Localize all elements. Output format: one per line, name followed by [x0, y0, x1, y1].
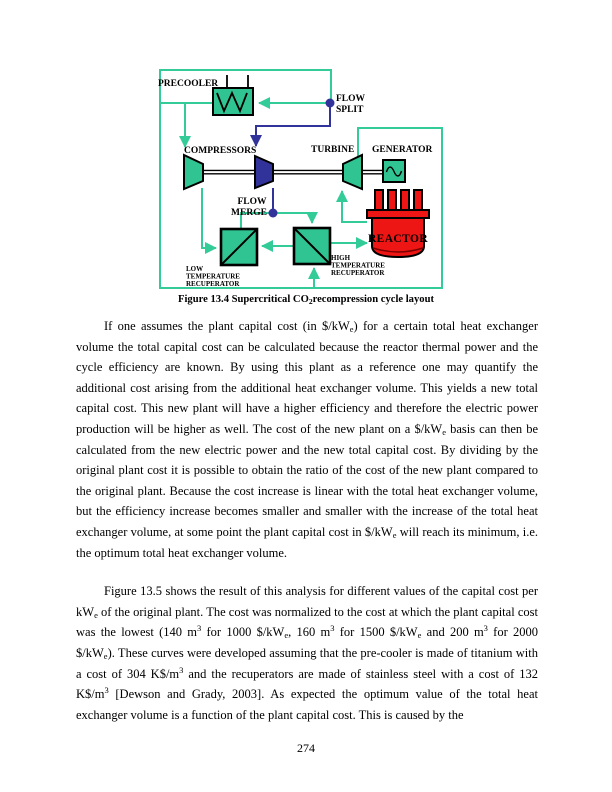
reactor-bottom-shade	[372, 247, 424, 253]
ltr-label-line1: LOW	[186, 265, 203, 273]
precooler	[212, 75, 254, 116]
reactor-label: REACTOR	[368, 233, 428, 245]
sine-wave-icon	[385, 166, 403, 177]
split-to-recompressor-pipe	[250, 104, 331, 147]
main-compressor	[183, 153, 204, 191]
reactor-lid	[366, 209, 430, 219]
high-temperature-recuperator-box	[292, 226, 332, 266]
turbine-label: TURBINE	[311, 145, 354, 155]
main-loop-pipe	[159, 69, 443, 289]
cycle-diagram: REACTOR PRECOOLER FLOW SPLIT COMPRESSORS…	[158, 69, 443, 289]
ltr-label-line3: RECUPERATOR	[186, 280, 240, 288]
generator-label: GENERATOR	[372, 145, 432, 155]
figure-caption-prefix: Figure 13.4 Supercritical CO	[177, 294, 309, 305]
htr-label-line2: TEMPERATURE	[331, 262, 385, 270]
generator-box	[382, 159, 406, 183]
compressor-to-ltr-pipe	[201, 188, 217, 254]
ltr-label-line2: TEMPERATURE	[186, 273, 240, 281]
flow-merge-label-line1: FLOW	[237, 197, 267, 207]
compressors-label: COMPRESSORS	[184, 146, 256, 156]
paragraph: If one assumes the plant capital cost (i…	[76, 319, 538, 560]
htr-label-line3: RECUPERATOR	[331, 269, 385, 277]
figure-caption: Figure 13.4 Supercritical CO2recompressi…	[0, 294, 612, 305]
control-rod	[374, 189, 384, 212]
heat-exchanger-zigzag-icon	[216, 90, 248, 114]
flow-split-label-line1: FLOW	[336, 94, 366, 104]
flow-split-label-line2: SPLIT	[336, 105, 364, 115]
control-rod	[413, 189, 423, 212]
paragraph: Figure 13.5 shows the result of this ana…	[76, 584, 538, 722]
recompression-pipes	[250, 104, 331, 210]
page-number: 274	[297, 741, 315, 755]
htr-label-line1: HIGH	[331, 254, 351, 262]
reactor-to-turbine-pipe	[336, 190, 367, 223]
precooler-box	[212, 87, 254, 116]
flow-merge-label-line2: MERGE	[231, 208, 267, 218]
recompressor	[254, 154, 274, 190]
control-rod	[387, 189, 397, 212]
figure-caption-subscript: 2	[308, 297, 313, 306]
reactor-vessel: REACTOR	[366, 189, 430, 259]
figure-caption-suffix: recompression cycle layout	[312, 294, 434, 305]
reactor-body	[371, 217, 425, 259]
turbine-shape	[342, 153, 363, 191]
control-rod	[400, 189, 410, 212]
precooler-label: PRECOOLER	[158, 79, 218, 89]
low-temperature-recuperator-box	[219, 227, 259, 267]
flow-split-dot	[325, 98, 335, 108]
flow-merge-dot	[268, 208, 278, 218]
body-text: If one assumes the plant capital cost (i…	[76, 316, 538, 743]
